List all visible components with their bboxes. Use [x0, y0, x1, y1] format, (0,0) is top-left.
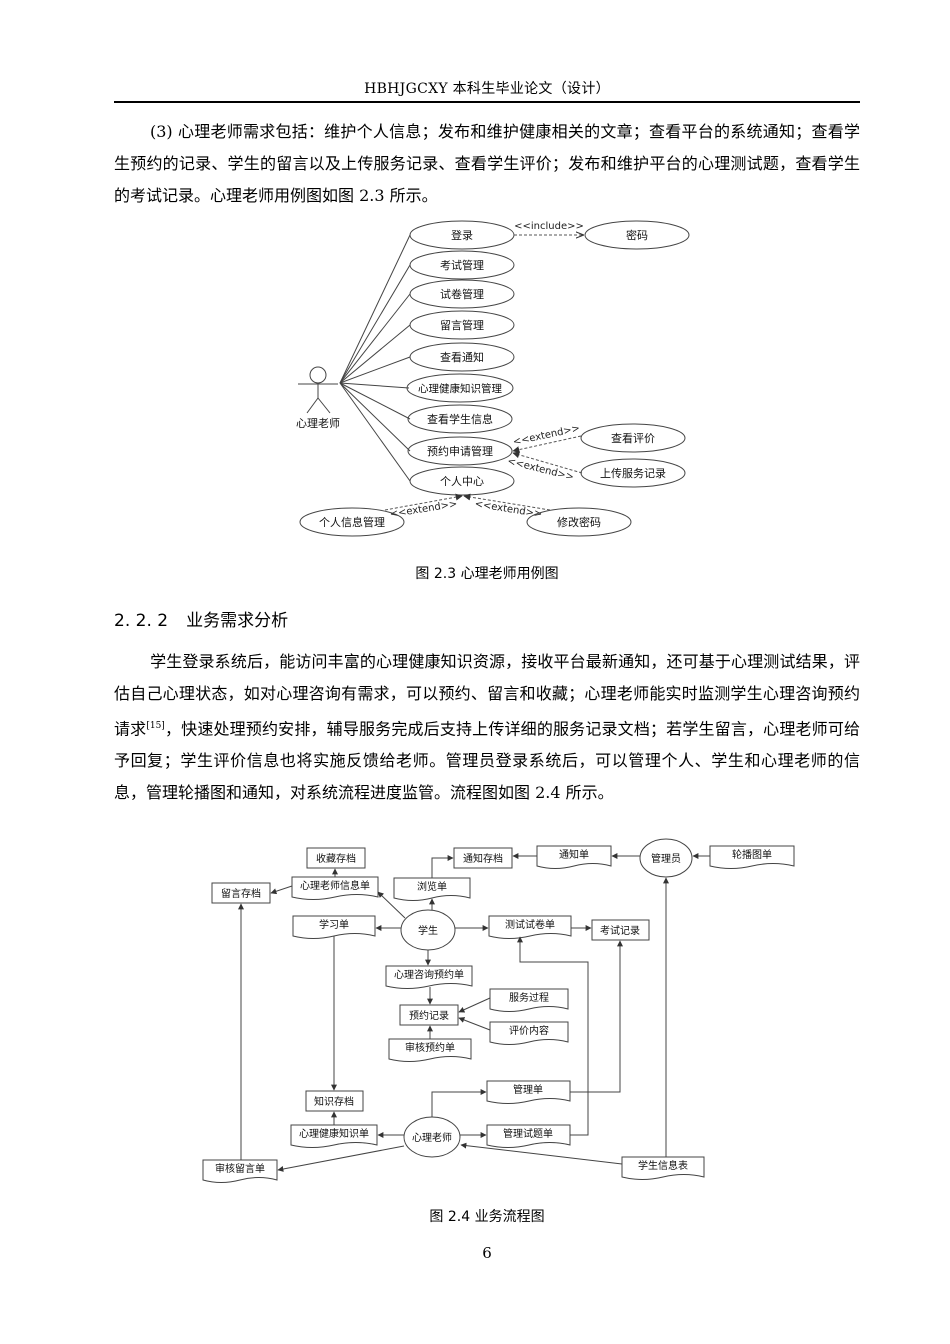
stereotype-extend-review: <<extend>> [512, 423, 581, 448]
node-favorite-store [306, 847, 366, 869]
node-teacher-info-doc [291, 876, 379, 900]
use-case-knowledge-shape [406, 373, 514, 403]
node-student-info-doc [621, 1156, 705, 1180]
node-review-content-doc [489, 1021, 569, 1045]
node-message-store [211, 882, 271, 904]
use-case-change-password-shape [526, 507, 632, 537]
use-case-label-personal-info: 个人信息管理 [319, 515, 385, 529]
node-label: 知识存档 [314, 1095, 354, 1108]
use-case-appointment-shape [407, 436, 513, 466]
node-manage-questions-doc [486, 1124, 571, 1148]
use-case-label-password: 密码 [626, 228, 648, 242]
use-case-label: 查看通知 [440, 350, 484, 364]
use-case-label: 预约申请管理 [427, 444, 493, 458]
paragraph-business-analysis: 学生登录系统后，能访问丰富的心理健康知识资源，接收平台最新通知，还可基于心理测试… [114, 652, 860, 803]
use-case-label-change-password: 修改密码 [557, 515, 601, 529]
figure-2-3-caption: 图 2.3 心理老师用例图 [415, 566, 559, 582]
node-knowledge-store [305, 1090, 364, 1112]
node-label: 管理员 [651, 852, 681, 865]
node-label: 服务过程 [509, 991, 549, 1004]
header-rule [114, 101, 860, 103]
stereotype-extend-password: <<extend>> [474, 499, 543, 521]
stereotype-extend-upload: <<extend>> [506, 456, 575, 483]
node-label: 预约记录 [409, 1009, 449, 1022]
node-label: 管理单 [513, 1083, 543, 1096]
stereotype-extend-info: <<extend>> [389, 499, 458, 521]
node-label: 留言存档 [221, 887, 261, 900]
node-label: 心理老师 [412, 1131, 452, 1144]
node-consult-doc [385, 965, 473, 989]
section-title: 业务需求分析 [186, 611, 289, 631]
node-label: 浏览单 [417, 880, 447, 893]
use-case-personal-info-shape [299, 507, 405, 537]
node-browse-doc [393, 877, 471, 901]
node-review-message-doc [202, 1159, 278, 1183]
node-review-appointment-doc [388, 1038, 472, 1062]
use-case-label: 心理健康知识管理 [418, 382, 502, 395]
node-label: 通知存档 [463, 852, 503, 865]
use-case-label: 考试管理 [440, 258, 484, 272]
use-case-label-view-review: 查看评价 [611, 431, 655, 445]
node-label: 心理健康知识单 [299, 1127, 369, 1140]
node-label: 审核留言单 [215, 1162, 265, 1175]
node-notice-doc [536, 845, 612, 869]
node-label: 学生 [418, 924, 438, 937]
node-label: 测试试卷单 [505, 918, 555, 931]
citation-ref: [15] [146, 721, 165, 731]
use-case-notice-shape [409, 342, 515, 372]
use-case-label-upload-record: 上传服务记录 [600, 467, 666, 480]
node-exam-record [591, 919, 650, 941]
page-number: 6 [482, 1244, 492, 1262]
node-study-doc [292, 915, 376, 939]
use-case-label: 查看学生信息 [427, 412, 493, 426]
use-case-label: 留言管理 [440, 318, 484, 332]
node-label: 考试记录 [600, 924, 640, 937]
node-test-paper-doc [488, 915, 572, 939]
use-case-student-info-shape [407, 404, 513, 434]
section-heading: 2. 2. 2 业务需求分析 [114, 606, 288, 631]
node-admin [639, 838, 693, 878]
use-case-label: 试卷管理 [440, 287, 484, 301]
node-label: 轮播图单 [732, 848, 772, 861]
node-label: 心理咨询预约单 [394, 968, 464, 981]
node-service-process-doc [489, 988, 569, 1012]
use-case-paper-shape [409, 279, 515, 309]
actor-figure [298, 366, 338, 414]
use-case-password-shape [584, 220, 690, 250]
node-label: 评价内容 [509, 1024, 549, 1037]
node-manage-doc [486, 1080, 571, 1104]
node-label: 心理老师信息单 [300, 879, 370, 892]
use-case-view-review-shape [580, 423, 686, 453]
section-number: 2. 2. 2 [114, 611, 169, 631]
node-label: 通知单 [559, 848, 589, 861]
node-carousel-doc [709, 845, 795, 869]
business-flow-diagram: 收藏存档 通知存档 通知单 管理员 轮播图单 留言存档 心理老师信息单 浏览单 … [202, 838, 795, 1183]
use-case-message-shape [409, 310, 515, 340]
node-knowledge-doc [290, 1124, 378, 1148]
figure-2-4-caption: 图 2.4 业务流程图 [429, 1209, 545, 1225]
node-appointment-record [399, 1004, 459, 1026]
use-case-diagram: <<include>> <<extend>> <<extend>> <<exte… [296, 220, 690, 537]
stereotype-include: <<include>> [514, 221, 584, 232]
node-label: 学习单 [319, 918, 349, 931]
node-notice-store [453, 847, 513, 869]
use-case-exam-shape [409, 250, 515, 280]
use-case-label: 登录 [451, 228, 473, 242]
use-case-label: 个人中心 [440, 475, 484, 488]
paragraph-teacher-requirements: (3) 心理老师需求包括：维护个人信息；发布和维护健康相关的文章；查看平台的系统… [114, 122, 860, 205]
node-label: 学生信息表 [638, 1159, 688, 1172]
node-label: 审核预约单 [405, 1041, 455, 1054]
running-header: HBHJGCXY 本科生毕业论文（设计） [364, 81, 610, 97]
actor-label: 心理老师 [296, 417, 340, 430]
node-label: 收藏存档 [316, 852, 356, 865]
node-label: 管理试题单 [503, 1127, 553, 1140]
